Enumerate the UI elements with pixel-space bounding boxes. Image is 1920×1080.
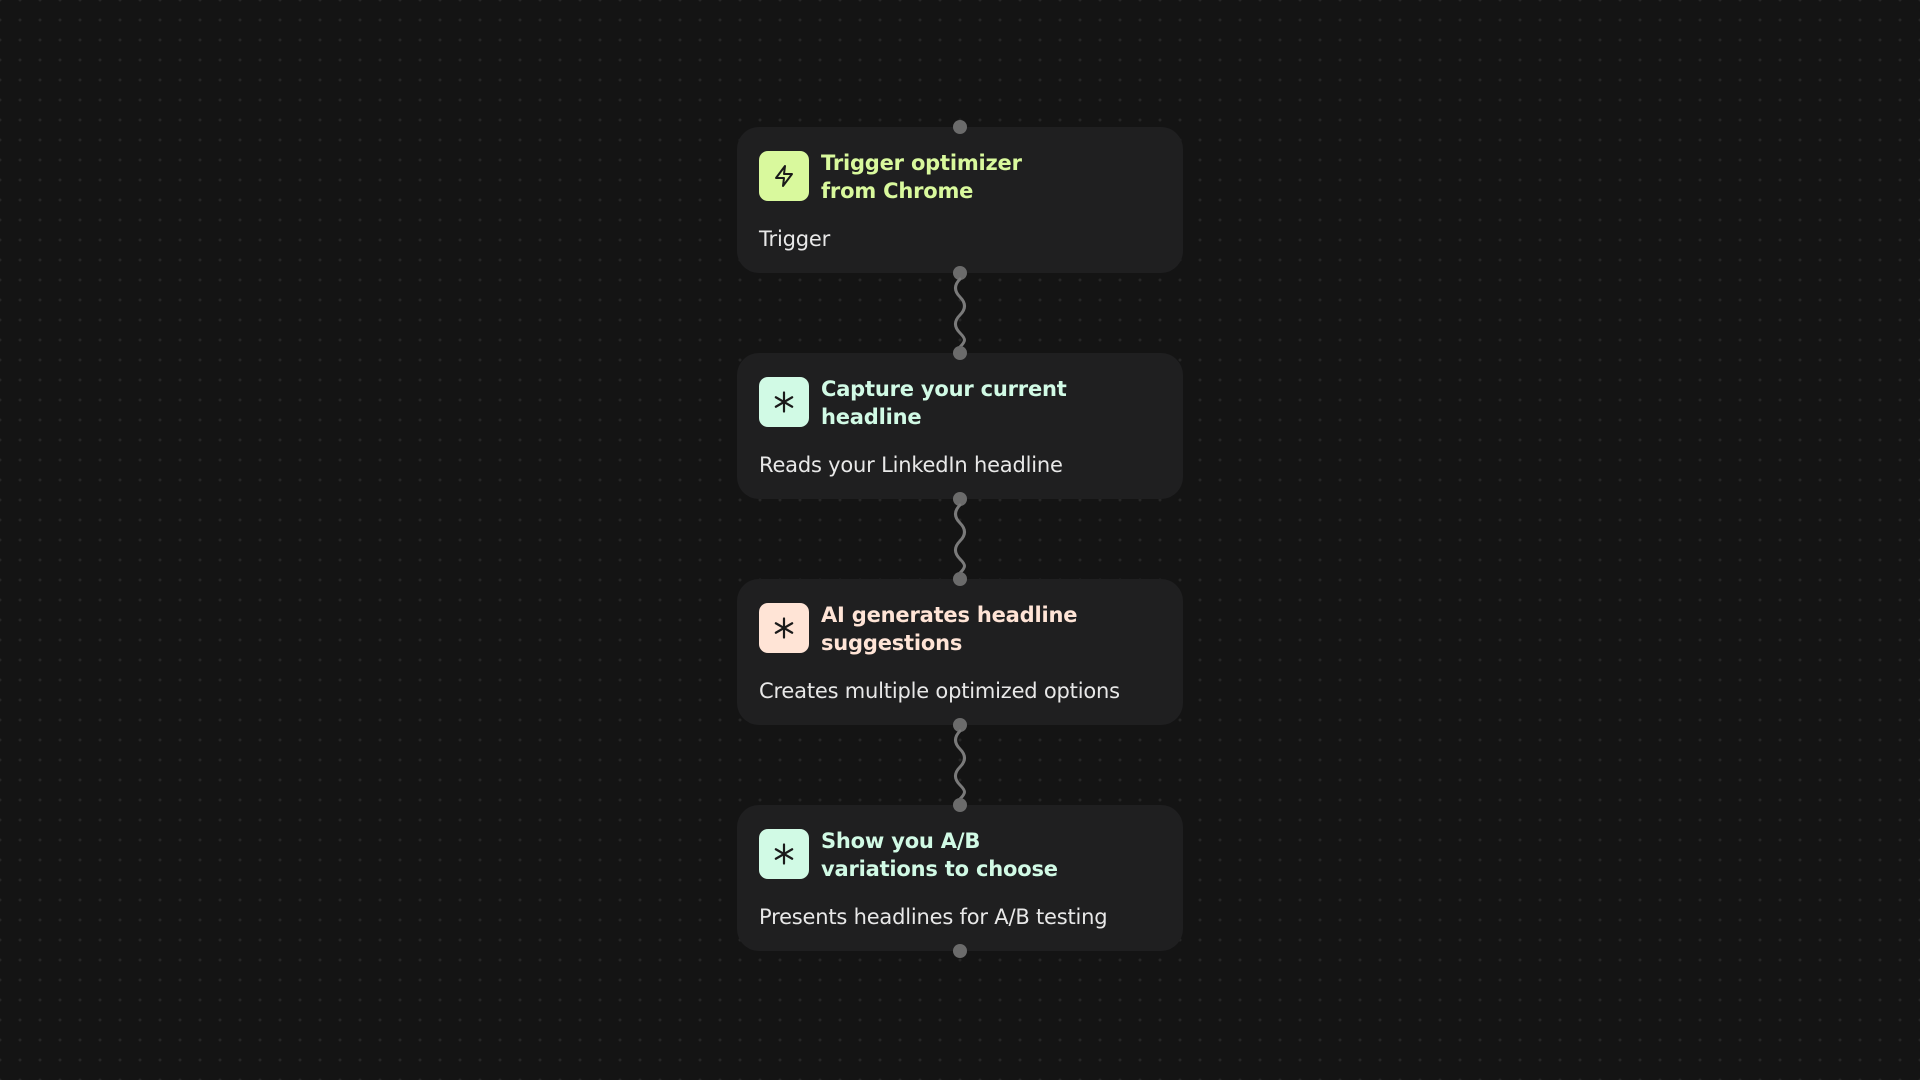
asterisk-icon [759, 603, 809, 653]
node-output-port[interactable] [953, 266, 967, 280]
node-input-port[interactable] [953, 798, 967, 812]
workflow-node-capture-headline[interactable]: Capture your current headline Reads your… [737, 346, 1183, 506]
workflow-node-trigger[interactable]: Trigger optimizer from Chrome Trigger [737, 120, 1183, 280]
node-title: Trigger optimizer from Chrome [821, 151, 1022, 203]
workflow-node-ab-variations[interactable]: Show you A/B variations to choose Presen… [737, 798, 1183, 958]
workflow-node-ai-generate[interactable]: AI generates headline suggestions Create… [737, 572, 1183, 732]
node-input-port[interactable] [953, 572, 967, 586]
node-output-port[interactable] [953, 718, 967, 732]
node-header: Capture your current headline [759, 377, 1161, 431]
node-input-port[interactable] [953, 346, 967, 360]
node-description: Trigger [759, 227, 831, 251]
node-header: Trigger optimizer from Chrome [759, 151, 1161, 205]
asterisk-icon [759, 829, 809, 879]
asterisk-icon [759, 377, 809, 427]
node-description: Creates multiple optimized options [759, 679, 1120, 703]
node-connector [737, 499, 1183, 579]
node-header: Show you A/B variations to choose [759, 829, 1161, 883]
node-connector [737, 725, 1183, 805]
node-connector [737, 273, 1183, 353]
node-description: Reads your LinkedIn headline [759, 453, 1063, 477]
node-description: Presents headlines for A/B testing [759, 905, 1108, 929]
workflow-flow: Trigger optimizer from Chrome Trigger [737, 120, 1183, 958]
node-input-port[interactable] [953, 120, 967, 134]
node-title: Show you A/B variations to choose [821, 829, 1058, 881]
node-header: AI generates headline suggestions [759, 603, 1161, 657]
node-output-port[interactable] [953, 944, 967, 958]
node-title: Capture your current headline [821, 377, 1067, 429]
node-title: AI generates headline suggestions [821, 603, 1078, 655]
node-output-port[interactable] [953, 492, 967, 506]
lightning-bolt-icon [759, 151, 809, 201]
